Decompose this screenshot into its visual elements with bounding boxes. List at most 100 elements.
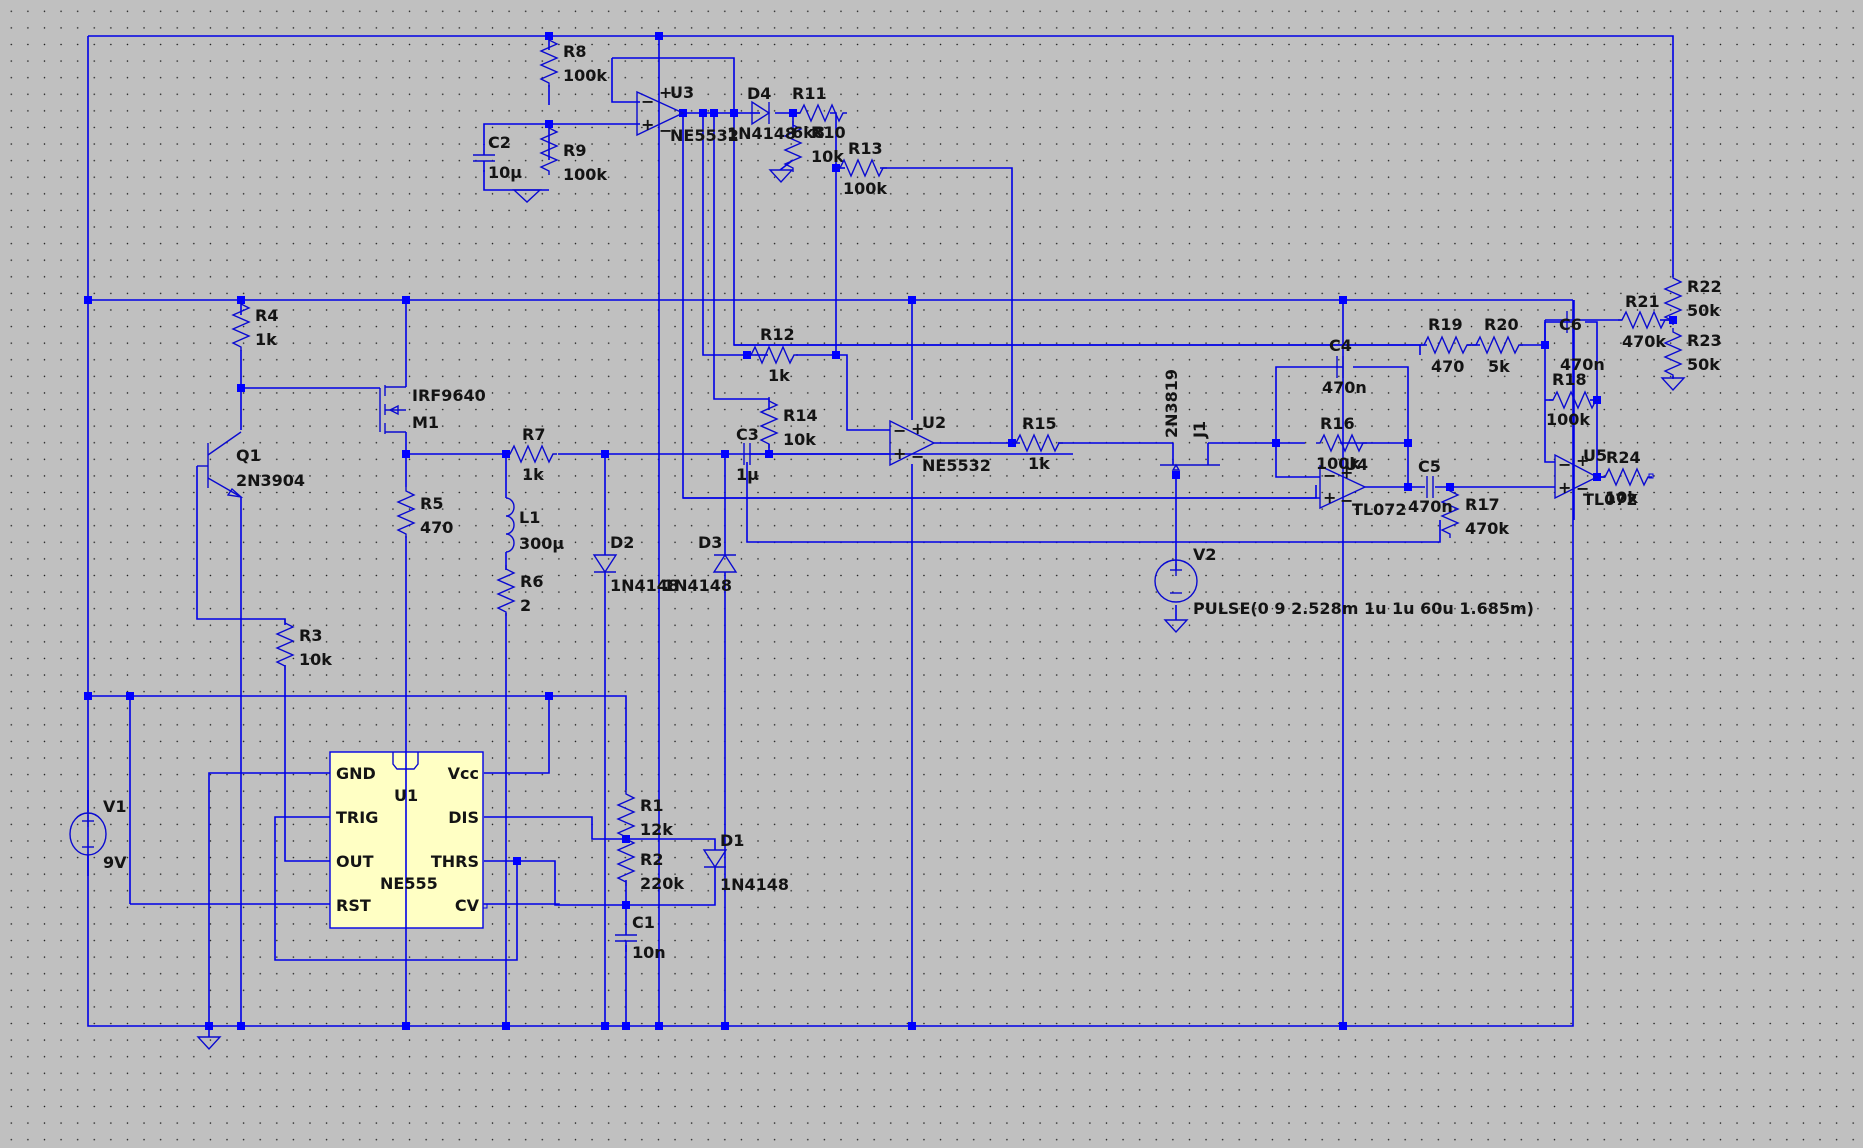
opamp-U3[interactable]: −+ +− U3 NE5532: [636, 83, 739, 145]
transistor-Q1[interactable]: Q1 2N3904: [197, 431, 305, 499]
junction-dot: [1272, 439, 1280, 447]
ref-label: R17: [1465, 495, 1500, 514]
value-label: 10k: [811, 147, 844, 166]
svg-text:+: +: [1323, 488, 1336, 507]
jfet-J1[interactable]: 2N3819 J1: [1160, 369, 1220, 471]
ref-label: R2: [640, 850, 663, 869]
ref-label: J1: [1190, 421, 1209, 439]
ground-icon: [512, 189, 542, 203]
value-label: 100k: [1316, 454, 1360, 473]
value-label: 1N4148: [663, 576, 732, 595]
ref-label: R18: [1552, 370, 1587, 389]
ref-label: R24: [1606, 448, 1641, 467]
junction-dot: [1339, 296, 1347, 304]
value-label: 1N4148: [610, 576, 679, 595]
ref-label: R23: [1687, 331, 1722, 350]
junction-dot: [655, 32, 663, 40]
svg-text:−: −: [1323, 466, 1336, 485]
ref-label: V1: [103, 797, 127, 816]
value-label: 100k: [843, 179, 887, 198]
pin-cv: CV: [455, 896, 480, 915]
value-label: 300µ: [519, 534, 564, 553]
resistor-R13[interactable]: R13 100k: [836, 139, 887, 198]
svg-text:−: −: [1340, 491, 1353, 510]
svg-text:+: +: [659, 83, 672, 102]
ref-label: C4: [1329, 336, 1352, 355]
pin-vcc: Vcc: [448, 764, 479, 783]
ref-label: U3: [670, 83, 694, 102]
ref-label: C3: [736, 425, 759, 444]
pin-gnd: GND: [336, 764, 376, 783]
ic-U1[interactable]: GND TRIG OUT RST Vcc DIS THRS CV U1 NE55…: [329, 751, 488, 929]
opamp-U4[interactable]: −+ +− U4 TL072: [1319, 455, 1407, 519]
svg-text:−: −: [911, 447, 924, 466]
value-label: 1k: [1028, 454, 1050, 473]
opamp-U5[interactable]: −+ +− U5 TL072: [1554, 446, 1638, 509]
resistor-R19[interactable]: R19 470: [1420, 315, 1471, 376]
mosfet-M1[interactable]: IRF9640 M1: [379, 385, 486, 434]
value-label: 50k: [1687, 355, 1720, 374]
ref-label: R15: [1022, 414, 1057, 433]
value-label: 5k: [1488, 357, 1510, 376]
value-label: 1N4148: [720, 875, 789, 894]
ground-icon: [768, 169, 794, 184]
junction-dot: [765, 450, 773, 458]
ref-label: L1: [519, 508, 540, 527]
ref-label: R19: [1428, 315, 1463, 334]
value-label: 10n: [632, 943, 666, 962]
junction-dot: [84, 692, 92, 700]
value-label: 470: [1431, 357, 1464, 376]
output-port-icon[interactable]: [1648, 473, 1654, 479]
value-label: IRF9640: [412, 386, 486, 405]
resistor-R15[interactable]: R15 1k: [1012, 414, 1063, 473]
value-label: 2N3819: [1162, 369, 1181, 438]
inductor-L1[interactable]: L1 300µ: [505, 497, 564, 553]
junction-dot: [832, 351, 840, 359]
opamp-U2[interactable]: −+ +− U2 NE5532: [889, 413, 991, 475]
pin-out: OUT: [336, 852, 374, 871]
resistor-R6[interactable]: R62: [496, 565, 543, 616]
ref-label: R13: [848, 139, 883, 158]
junction-dot: [1541, 341, 1549, 349]
ref-label: D4: [747, 84, 771, 103]
ref-label: U1: [394, 786, 418, 805]
value-label: 2N3904: [236, 471, 305, 490]
ref-label: R4: [255, 306, 278, 325]
ground-icon: [1163, 619, 1189, 634]
value-label: PULSE(0 9 2.528m 1u 1u 60u 1.685m): [1193, 599, 1534, 618]
voltage-source-V2[interactable]: V2 PULSE(0 9 2.528m 1u 1u 60u 1.685m): [1154, 545, 1534, 618]
voltage-source-V1[interactable]: V1 9V: [69, 790, 127, 876]
junction-dot: [622, 901, 630, 909]
